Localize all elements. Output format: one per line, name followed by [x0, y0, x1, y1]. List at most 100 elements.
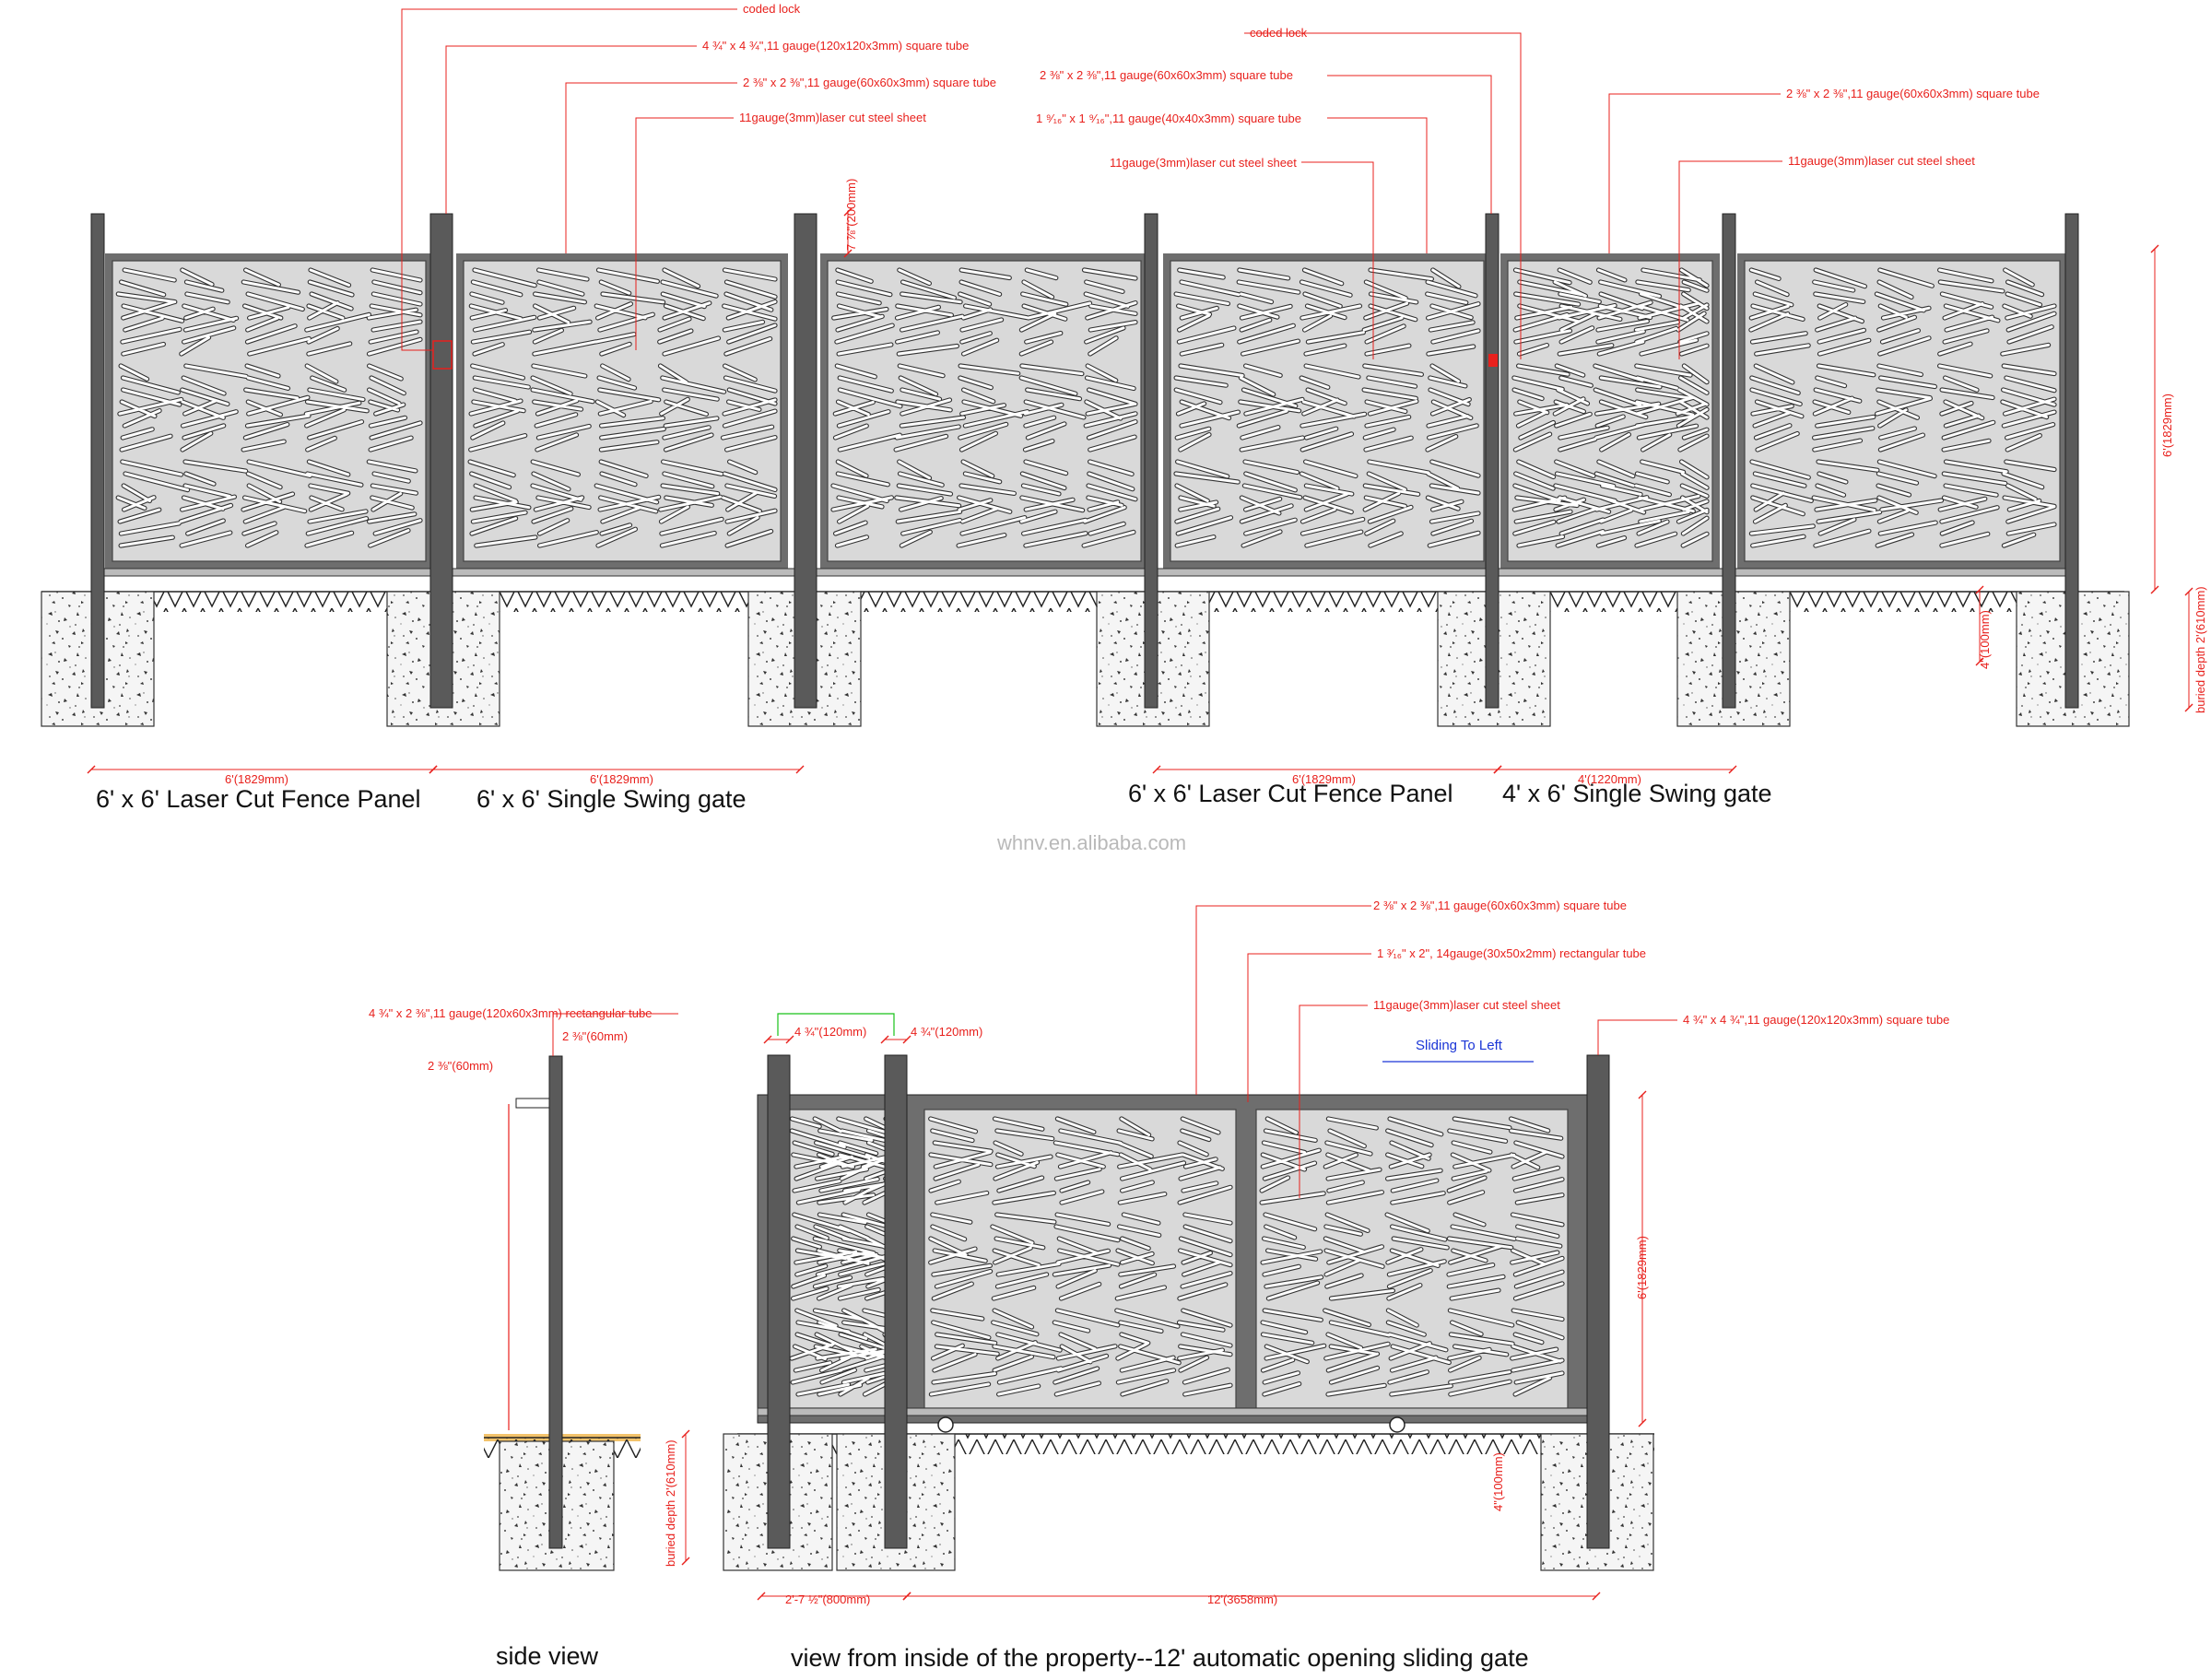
caption-swing-gate-1: 6' x 6' Single Swing gate: [476, 785, 747, 813]
leader-9: [1678, 160, 1782, 359]
dim-tick-0-0: [87, 765, 96, 774]
caption-sliding-gate: view from inside of the property--12' au…: [791, 1644, 1529, 1672]
leader-12: [1299, 1004, 1368, 1198]
dim-tick-11-1: [785, 1035, 794, 1044]
dimension-lines: [87, 207, 2193, 1601]
annotation-coded-lock-2: coded lock: [1250, 26, 1308, 40]
dim-tick-9-0: [1638, 1090, 1647, 1099]
leader-6: [1327, 117, 1428, 253]
dim-tick-5-1: [2184, 703, 2193, 712]
sliding-bottom-rail: [757, 1407, 1588, 1416]
leader-11: [1247, 953, 1371, 1102]
annotation-bottom-120-square-tube: 4 ¾" x 4 ¾",11 gauge(120x120x3mm) square…: [1683, 1013, 1949, 1027]
dim-height-top: 6'(1829mm): [2160, 394, 2174, 457]
dim-tick-3-0: [1493, 765, 1502, 774]
caption-fence-panel-2: 6' x 6' Laser Cut Fence Panel: [1128, 780, 1453, 807]
annotation-laser-sheet-3: 11gauge(3mm)laser cut steel sheet: [1788, 154, 1975, 168]
dim-buried-top: buried depth 2'(610mm): [2193, 586, 2207, 713]
dim-clearance-bottom: 4"(100mm): [1491, 1452, 1505, 1511]
post-top-3: [1144, 213, 1158, 709]
dim-side-top: 2 ⅜"(60mm): [562, 1029, 628, 1043]
dim-post-2: 4 ¾"(120mm): [911, 1025, 982, 1039]
caption-side-view: side view: [496, 1642, 599, 1670]
dim-tick-5-0: [2184, 587, 2193, 596]
dim-tick-1-0: [429, 765, 438, 774]
dim-tick-4-0: [2150, 244, 2159, 253]
ground-top-hatch: [41, 592, 2124, 612]
dim-width-4: 4'(1220mm): [1578, 772, 1641, 786]
post-top-0: [90, 213, 105, 709]
post-bottom-0: [767, 1054, 791, 1549]
annotation-coded-lock-1: coded lock: [743, 2, 801, 16]
post-top-2: [794, 213, 817, 709]
dim-post-top: 7 ⅞"(200mm): [844, 179, 858, 251]
coded-lock-1: [432, 340, 453, 370]
leader-13: [1597, 1019, 1677, 1055]
panel-top-5-cutout-slots: [1749, 268, 2056, 547]
annotation-bottom-rect-tube: 1 ³⁄₁₆" x 2", 14gauge(30x50x2mm) rectang…: [1377, 946, 1646, 960]
dim-clearance-top: 4"(100mm): [1978, 610, 1992, 669]
leader-8: [1608, 93, 1781, 253]
post-top-6: [2064, 213, 2079, 709]
annotation-bottom-laser-sheet: 11gauge(3mm)laser cut steel sheet: [1373, 998, 1560, 1012]
dim-tick-11-0: [763, 1035, 772, 1044]
post-bottom-1: [884, 1054, 908, 1549]
dim-tick-12-1: [902, 1035, 911, 1044]
leader-0: [401, 8, 737, 351]
dim-width-3: 6'(1829mm): [1292, 772, 1356, 786]
dim-tick-3-1: [1728, 765, 1737, 774]
leader-10: [1195, 905, 1371, 1095]
panel-top-3-cutout-slots: [1174, 268, 1480, 547]
dim-tick-13-0: [843, 207, 853, 217]
leader-green: [777, 1013, 895, 1036]
panel-top-0-cutout-slots: [116, 268, 422, 547]
annotation-bottom-120x60-tube: 4 ¾" x 2 ⅜",11 gauge(120x60x3mm) rectang…: [369, 1006, 652, 1020]
caption-swing-gate-2: 4' x 6' Single Swing gate: [1502, 780, 1772, 807]
bottom-rail-top: [100, 568, 2075, 577]
sliding-gate-elevation: [723, 1054, 1654, 1571]
sliding-panel-mid-cutout-slots: [929, 1117, 1232, 1396]
dim-buried-bottom: buried depth 2'(610mm): [664, 1439, 677, 1567]
leader-4: [1244, 32, 1522, 359]
dim-tick-8-1: [1592, 1592, 1601, 1601]
side-view: [484, 1055, 641, 1571]
sliding-panel-left-cutout-slots: [790, 1117, 899, 1396]
dim-tick-13-1: [843, 249, 853, 258]
fence-elevation-top: [41, 213, 2130, 727]
dim-tick-10-1: [681, 1557, 690, 1566]
leader-3: [635, 117, 734, 350]
dim-side-left: 2 ⅜"(60mm): [428, 1059, 493, 1073]
dim-tick-6-0: [1975, 585, 1984, 594]
annotation-bottom-60-square-tube: 2 ⅜" x 2 ⅜",11 gauge(60x60x3mm) square t…: [1373, 899, 1627, 912]
dim-tick-6-1: [1975, 657, 1984, 666]
dim-width-800: 2'-7 ½"(800mm): [785, 1592, 870, 1606]
dim-width-1: 6'(1829mm): [225, 772, 288, 786]
annotation-60-square-tube-1: 2 ⅜" x 2 ⅜",11 gauge(60x60x3mm) square t…: [743, 76, 996, 89]
annotation-laser-sheet-1: 11gauge(3mm)laser cut steel sheet: [739, 111, 926, 124]
sliding-panel-right-cutout-slots: [1260, 1117, 1564, 1396]
dim-tick-2-0: [1152, 765, 1161, 774]
leader-7: [1301, 161, 1374, 359]
panel-top-2-cutout-slots: [831, 268, 1137, 547]
dim-tick-12-0: [880, 1035, 889, 1044]
side-bracket: [515, 1098, 550, 1109]
dim-tick-10-0: [681, 1429, 690, 1439]
dim-tick-8-0: [902, 1592, 911, 1601]
post-top-4: [1485, 213, 1499, 709]
side-post: [548, 1055, 563, 1549]
dim-height-bottom: 6'(1829mm): [1635, 1236, 1649, 1299]
ground-bottom-hatch: [737, 1434, 1654, 1454]
gate-wheel-1: [1389, 1416, 1405, 1433]
dim-width-12ft: 12'(3658mm): [1207, 1592, 1277, 1606]
sliding-direction-label: Sliding To Left: [1416, 1038, 1503, 1053]
dim-tick-7-0: [757, 1592, 766, 1601]
watermark: whnv.en.alibaba.com: [996, 831, 1186, 854]
panel-top-4-cutout-slots: [1512, 268, 1709, 547]
annotation-40-square-tube: 1 ⁹⁄₁₆" x 1 ⁹⁄₁₆",11 gauge(40x40x3mm) sq…: [1036, 112, 1301, 125]
ground-line-top: [41, 591, 2124, 612]
coded-lock-2: [1488, 354, 1498, 367]
leader-2: [565, 82, 737, 253]
annotation-laser-sheet-2: 11gauge(3mm)laser cut steel sheet: [1110, 156, 1297, 170]
dim-tick-4-1: [2150, 585, 2159, 594]
